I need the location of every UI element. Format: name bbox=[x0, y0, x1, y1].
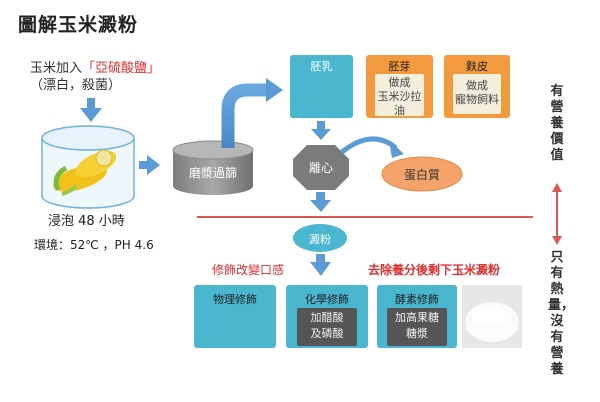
starch-ellipse bbox=[293, 224, 347, 252]
chemical-method-box: 加醋酸 及磷酸 bbox=[297, 308, 357, 346]
chemical-method-line1: 加醋酸 bbox=[310, 311, 344, 324]
sulfite-label: 「亞硫酸鹽」 bbox=[82, 61, 161, 76]
enzyme-modify-label: 酵素修飾 bbox=[395, 293, 439, 306]
arrow-intro-to-soak bbox=[80, 98, 102, 122]
bran-label: 麩皮 bbox=[466, 60, 488, 73]
grind-label: 磨漿過篩 bbox=[188, 166, 237, 180]
remove-nutrients-label: 去除養分後剩下玉米澱粉 bbox=[368, 263, 501, 277]
chemical-modify-label: 化學修飾 bbox=[305, 293, 349, 306]
soak-environment: 環境：52℃ ，PH 4.6 bbox=[34, 238, 154, 252]
protein-label: 蛋白質 bbox=[403, 168, 440, 182]
germ-use-line2: 玉米沙拉 bbox=[377, 90, 422, 103]
germ-use-line3: 油 bbox=[394, 104, 405, 117]
centrifuge-label: 離心 bbox=[308, 161, 333, 175]
nutritional-value-label: 有營養價值 bbox=[550, 84, 564, 163]
physical-modify-label: 物理修飾 bbox=[213, 293, 257, 306]
corn-icon bbox=[53, 149, 117, 196]
germ-box: 胚芽 做成 玉米沙拉 油 bbox=[366, 55, 433, 118]
bran-use-line2: 寵物飼料 bbox=[455, 93, 499, 106]
chemical-modify-box: 化學修飾 加醋酸 及磷酸 bbox=[286, 285, 368, 348]
endosperm-box: 胚乳 bbox=[290, 55, 353, 118]
arrow-centrifuge-to-starch bbox=[310, 192, 331, 212]
arrow-starch-to-modify bbox=[310, 254, 331, 276]
arrow-grind-to-endosperm bbox=[221, 78, 283, 148]
intro-line2: （漂白，殺菌） bbox=[30, 78, 122, 93]
arrow-centrifuge-to-protein bbox=[340, 136, 404, 158]
germ-label: 胚芽 bbox=[388, 60, 411, 73]
enzyme-method-line2: 糖漿 bbox=[406, 327, 428, 340]
soak-bucket-icon bbox=[41, 125, 135, 209]
right-double-arrow bbox=[552, 183, 562, 245]
bran-box: 麩皮 做成 寵物飼料 bbox=[444, 55, 510, 118]
endosperm-label: 胚乳 bbox=[310, 60, 333, 73]
intro-text: 玉米加入「亞硫酸鹽」 （漂白，殺菌） bbox=[30, 60, 160, 94]
enzyme-modify-box: 酵素修飾 加高果糖 糖漿 bbox=[377, 285, 457, 348]
bran-use-line1: 做成 bbox=[466, 79, 488, 92]
starch-label: 澱粉 bbox=[309, 233, 331, 246]
enzyme-method-box: 加高果糖 糖漿 bbox=[387, 308, 447, 346]
arrow-soak-to-grind bbox=[139, 155, 160, 175]
arrow-endosperm-to-centrifuge bbox=[311, 121, 331, 140]
starch-powder-image bbox=[462, 285, 522, 348]
calories-only-label: 只有熱量，沒有營養 bbox=[548, 250, 575, 377]
centrifuge-octagon bbox=[293, 145, 349, 190]
soak-duration: 浸泡 48 小時 bbox=[48, 214, 125, 229]
physical-modify-box: 物理修飾 bbox=[194, 285, 276, 348]
protein-ellipse bbox=[381, 156, 463, 192]
page-title: 圖解玉米澱粉 bbox=[18, 14, 139, 36]
enzyme-method-line1: 加高果糖 bbox=[395, 311, 439, 324]
bran-use-box: 做成 寵物飼料 bbox=[453, 74, 501, 114]
chemical-method-line2: 及磷酸 bbox=[310, 327, 344, 340]
germ-use-line1: 做成 bbox=[388, 76, 411, 89]
modify-texture-label: 修飾改變口感 bbox=[212, 263, 285, 277]
germ-use-box: 做成 玉米沙拉 油 bbox=[375, 74, 424, 117]
intro-line1-prefix: 玉米加入 bbox=[30, 61, 83, 76]
